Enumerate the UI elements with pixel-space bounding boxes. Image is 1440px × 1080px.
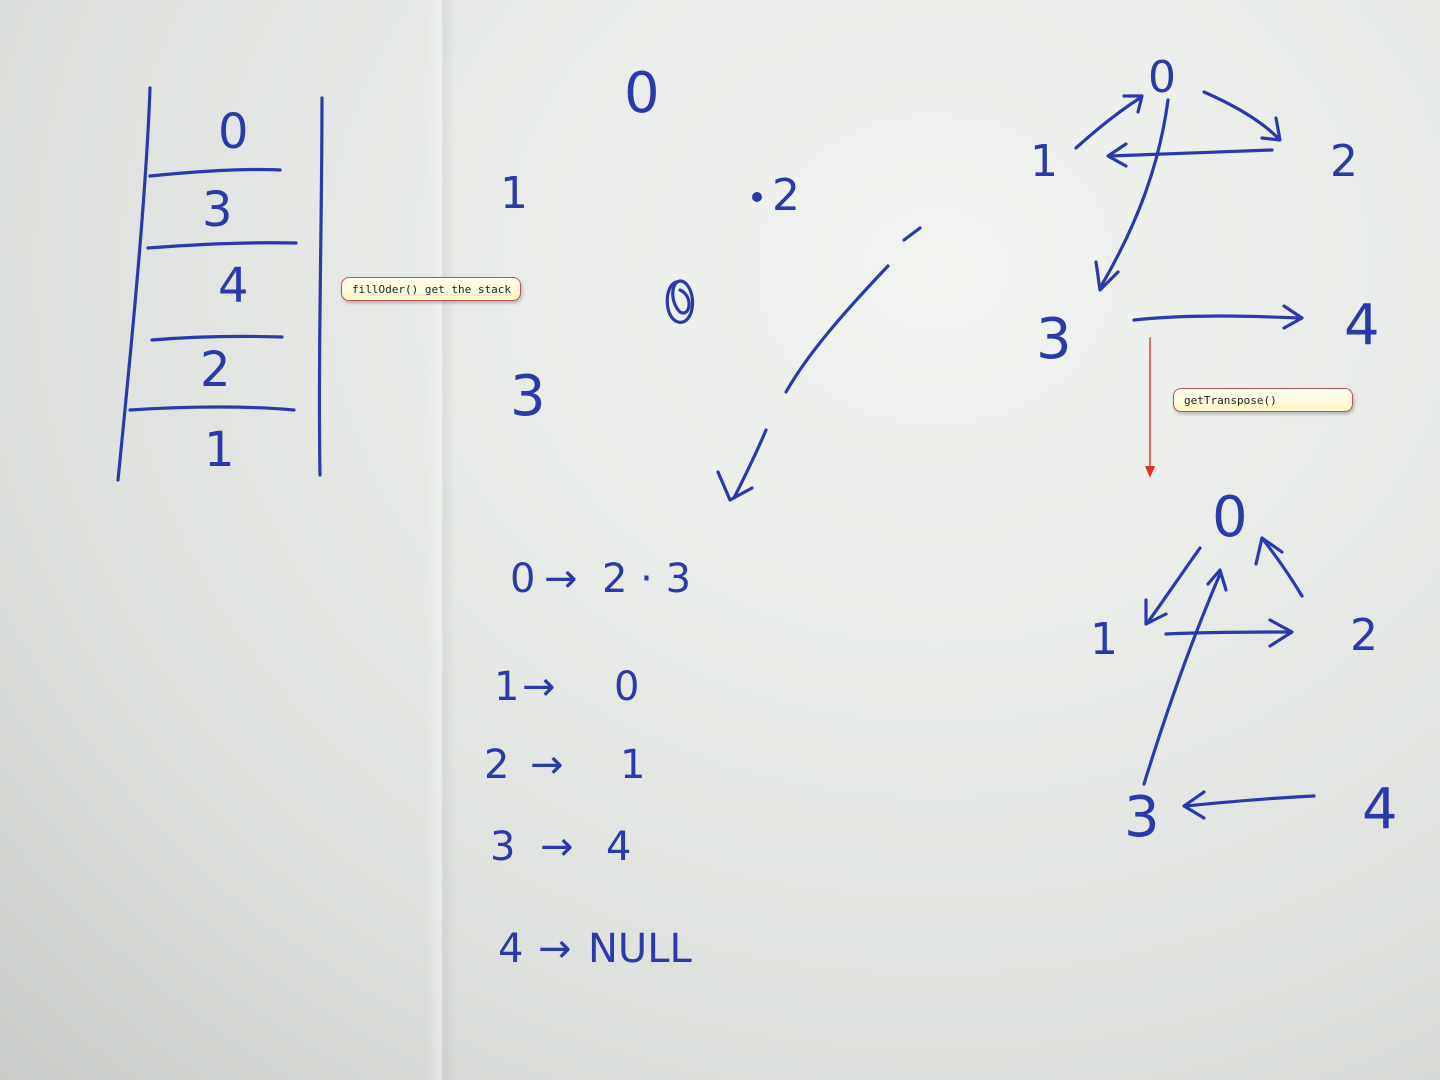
stack-left-wall [116,86,152,482]
stack-divider-1 [148,167,282,178]
transposed-edge-4-3-head [1182,790,1206,820]
middle-dot [752,192,762,202]
stack-item: 2 [200,342,231,398]
adjacency-row: 2 → 1 [484,742,645,788]
transposed-edge-3-0 [1142,572,1222,786]
adjacency-arrow: → [522,664,556,710]
transposed-graph: 0 1 2 3 4 [1090,485,1398,850]
middle-node-0: 0 [624,61,660,126]
original-edge-0-3 [1098,98,1170,290]
middle-diagonal-edge [732,226,922,500]
original-node-3: 3 [1036,307,1072,372]
transposed-edge-1-2 [1164,630,1292,636]
transposed-edge-0-1-head [1144,598,1168,626]
original-node-2: 2 [1330,136,1358,187]
transpose-annotation-arrow [1145,337,1155,478]
transposed-node-3: 3 [1124,785,1160,850]
transposed-node-4: 4 [1362,777,1398,842]
original-edge-2-1-head [1106,142,1128,168]
stack-divider-4 [128,405,296,412]
adjacency-list: 0 → 2 · 3 1 → 0 2 → 1 3 → 4 4 → NULL [484,556,692,972]
stack-divider-2 [146,241,298,250]
middle-node-3: 3 [510,364,546,429]
transposed-node-0: 0 [1212,485,1248,550]
middle-scribble [665,279,695,324]
original-node-1: 1 [1030,136,1058,187]
original-node-4: 4 [1344,293,1380,358]
original-edge-0-2-head [1260,116,1282,142]
transpose-callout: getTranspose() [1173,388,1353,412]
original-edge-1-0-head [1122,94,1144,114]
adjacency-row: 4 → NULL [498,926,692,972]
original-edge-0-2 [1202,90,1280,140]
adjacency-to: NULL [588,926,692,972]
adjacency-from: 0 [510,556,535,602]
original-edge-2-1 [1108,148,1274,158]
fill-order-callout: fillOder() get the stack [341,277,521,301]
transposed-node-2: 2 [1350,610,1378,661]
adjacency-to: 2 · 3 [602,556,691,602]
original-edge-0-3-head [1094,260,1120,292]
middle-diagonal-arrowhead [716,470,754,502]
transposed-edge-2-0 [1260,536,1304,598]
adjacency-from: 1 [494,664,519,710]
adjacency-to: 4 [606,824,631,870]
middle-graph: 0 1 2 3 [500,61,922,502]
transposed-node-1: 1 [1090,614,1118,665]
original-node-0: 0 [1148,52,1176,103]
adjacency-row: 1 → 0 [494,664,639,710]
adjacency-to: 1 [620,742,645,788]
adjacency-from: 2 [484,742,509,788]
transposed-edge-3-0-head [1206,568,1228,592]
adjacency-to: 0 [614,664,639,710]
original-graph: 0 1 2 3 4 [1030,52,1380,372]
adjacency-from: 3 [490,824,515,870]
stack-drawing: 0 3 4 2 1 [116,86,324,482]
adjacency-arrow: → [530,742,564,788]
stack-divider-3 [150,334,284,342]
original-edge-3-4-head [1282,304,1304,330]
middle-node-1: 1 [500,168,528,219]
transposed-edge-2-0-head [1254,536,1284,566]
adjacency-row: 3 → 4 [490,824,631,870]
adjacency-row: 0 → 2 · 3 [510,556,691,602]
paper-fold [428,0,456,1080]
stack-item: 0 [218,104,249,160]
adjacency-from: 4 [498,926,523,972]
transposed-edge-1-2-head [1268,618,1294,648]
adjacency-arrow: → [540,824,574,870]
original-edge-3-4 [1132,314,1302,322]
original-edge-1-0 [1074,96,1142,150]
adjacency-arrow: → [544,556,578,602]
stack-item: 3 [202,182,233,238]
stack-item: 1 [204,422,235,478]
stack-item: 4 [218,258,249,314]
stack-right-wall [317,96,324,477]
transposed-edge-0-1 [1146,546,1202,624]
adjacency-arrow: → [538,926,572,972]
middle-node-2: 2 [772,170,800,221]
transposed-edge-4-3 [1184,794,1316,808]
